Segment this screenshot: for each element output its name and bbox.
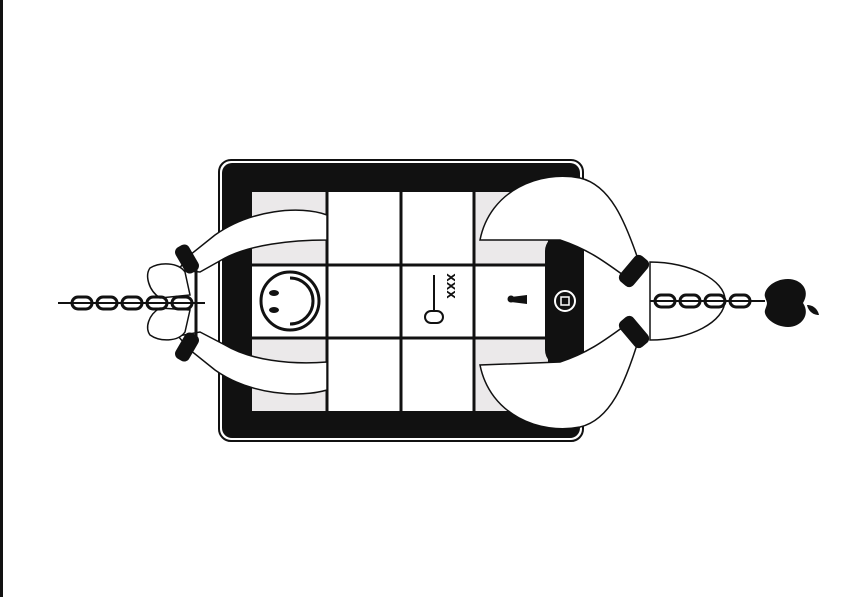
right-chain [650,293,765,309]
smiley-icon [259,270,321,332]
left-chain [58,295,205,311]
key-icon: XXX [424,273,457,324]
apple-logo-icon [764,279,819,327]
key-label: XXX [444,273,457,299]
home-button-icon [554,290,576,312]
keyhole-icon [507,295,527,304]
left-arms [147,209,328,395]
left-border-line [0,0,3,597]
